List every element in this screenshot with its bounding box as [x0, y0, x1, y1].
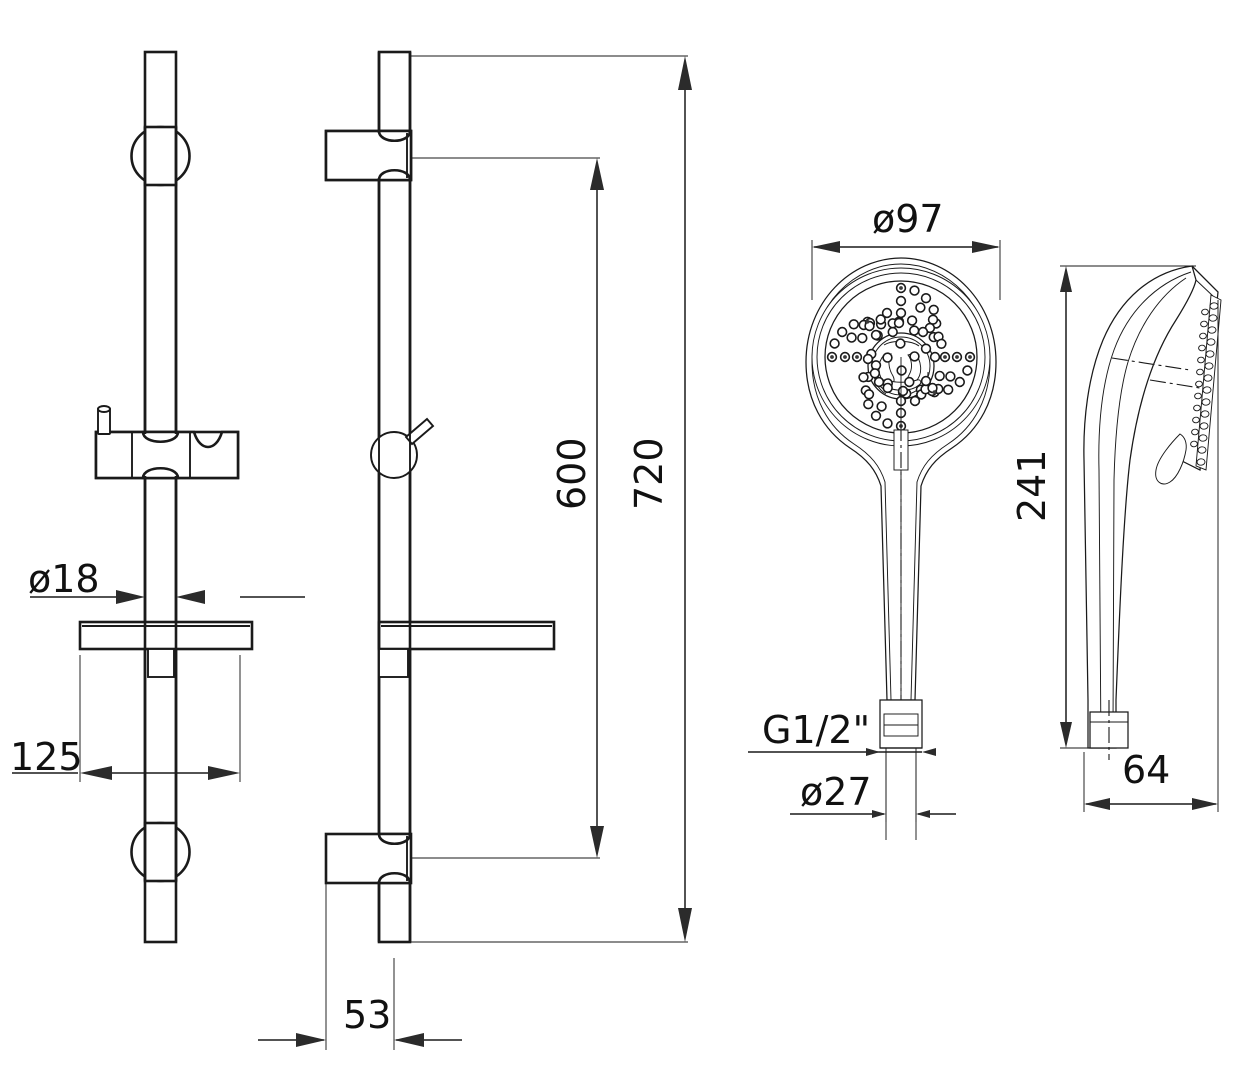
upper-bracket-side: [324, 52, 413, 834]
handshower-stem: [893, 357, 909, 720]
dimension-lines-handshower-front: [748, 240, 1001, 822]
soap-dish-side: [377, 620, 556, 678]
label-thread: G1/2": [762, 708, 870, 752]
dimension-dia27: [790, 752, 956, 822]
label-125: 125: [10, 735, 83, 779]
dimension-53: [258, 880, 462, 1050]
inlet-connector-front: [879, 699, 923, 840]
view-side-elevation-rail: [324, 50, 556, 944]
label-600: 600: [550, 437, 594, 510]
nozzle-array: [826, 282, 976, 432]
label-dia27: ø27: [800, 770, 872, 814]
handshower-holder-side: [370, 417, 435, 479]
label-720: 720: [627, 437, 671, 510]
dimension-labels: ø18 125 53 600 720 ø97 G1/2" ø27 241 64: [10, 197, 1170, 1037]
lower-bracket-front: [130, 821, 191, 883]
inlet-connector-side: [1089, 700, 1129, 760]
handshower-holder-front: [94, 405, 240, 480]
hook-loop-detail: [1155, 433, 1187, 485]
lower-bracket-side: [324, 832, 413, 942]
dimension-125: [12, 655, 241, 782]
dimension-lines-handshower-side: [1060, 265, 1219, 812]
nozzle-edge-profile: [1190, 294, 1222, 471]
dimension-thread-g12: [748, 748, 936, 756]
label-241: 241: [1010, 449, 1054, 522]
view-handshower-front: [805, 257, 997, 840]
view-front-elevation-rail: [78, 50, 254, 944]
dimension-dia97: [811, 240, 1001, 300]
view-handshower-side: [1083, 265, 1222, 760]
label-dia18: ø18: [28, 557, 100, 601]
dimension-64: [1083, 300, 1219, 812]
dimension-241: [1060, 265, 1196, 749]
dimension-600: [411, 157, 604, 859]
dimension-lines-rail: [12, 55, 692, 1050]
soap-dish-front: [78, 620, 254, 678]
label-53: 53: [343, 993, 391, 1037]
label-64: 64: [1122, 748, 1170, 792]
label-dia97: ø97: [872, 197, 944, 241]
dimension-720: [411, 55, 692, 943]
upper-bracket-front: [130, 125, 191, 187]
dimension-dia18: [30, 590, 305, 604]
